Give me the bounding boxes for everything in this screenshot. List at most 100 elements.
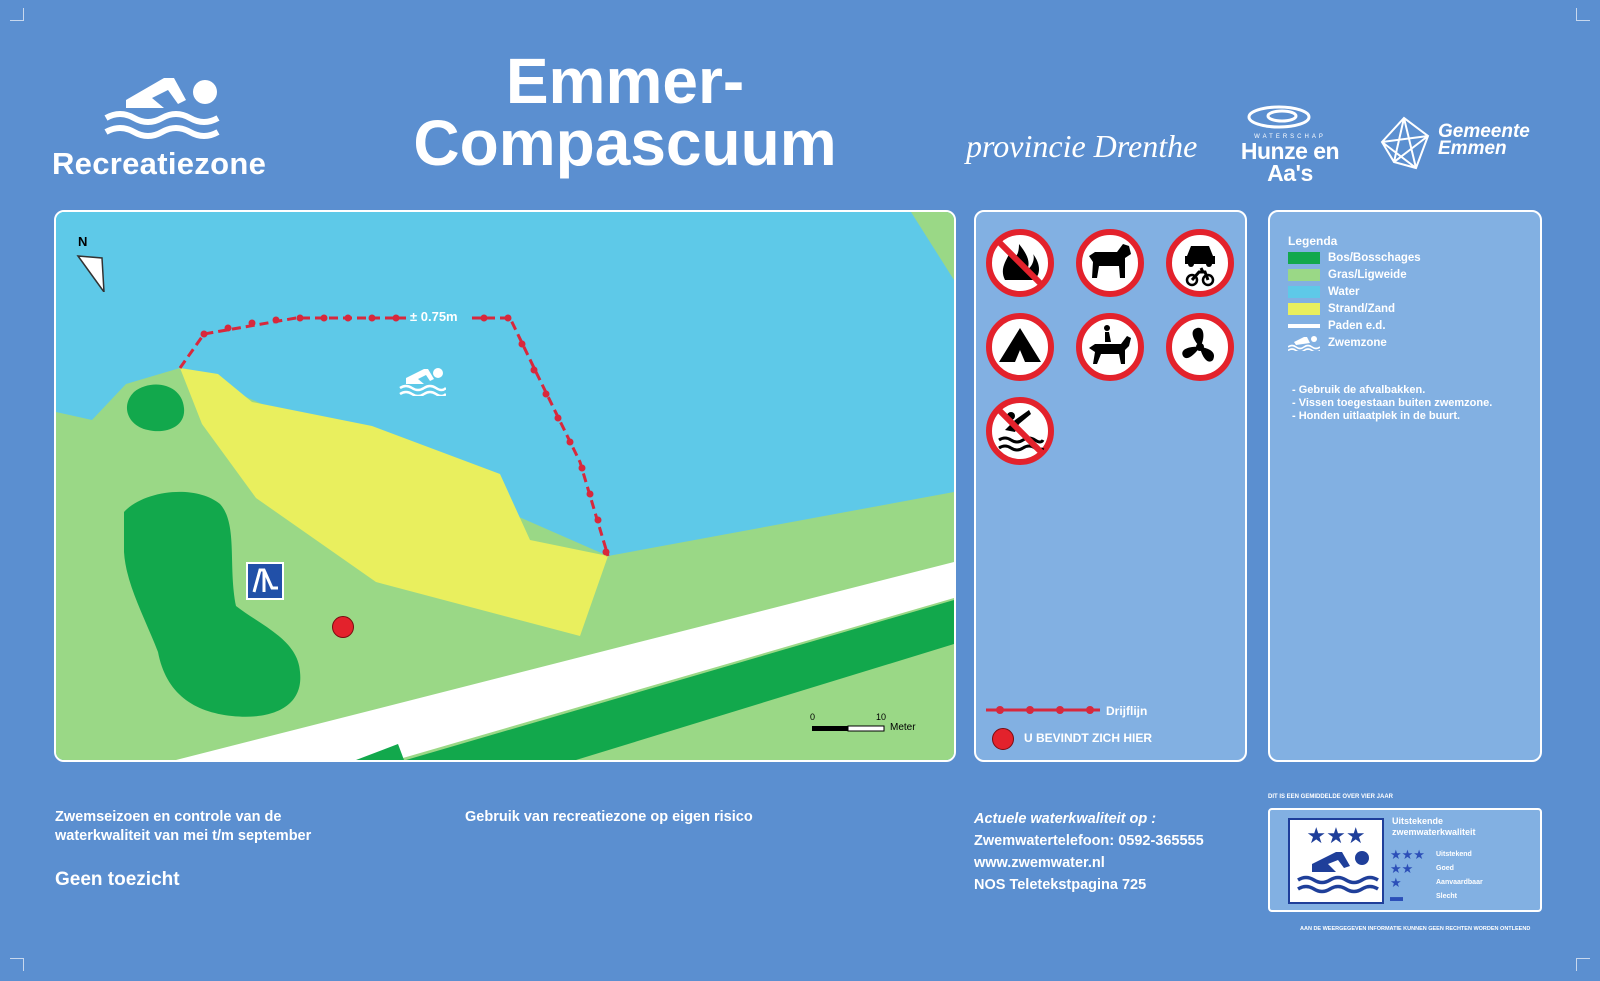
website-link[interactable]: www.zwemwater.nl (974, 855, 1105, 871)
here-marker-icon (992, 728, 1014, 750)
legend-swatch (1288, 303, 1320, 315)
legend-item-paths: Paden e.d. (1288, 318, 1386, 334)
quality-level-stars: ▬ (1390, 889, 1403, 904)
no-motor-vehicles-icon (1166, 229, 1234, 297)
title-line-2: Compascuum (413, 107, 837, 179)
brand-name: Recreatiezone (52, 146, 267, 181)
legend-item-water: Water (1288, 284, 1360, 300)
teletext: NOS Teletekstpagina 725 (974, 877, 1147, 893)
scale-unit: Meter (890, 722, 916, 733)
quality-level-stars: ★★★ (1390, 847, 1425, 862)
legend-note: - Gebruik de afvalbakken. (1292, 384, 1426, 396)
no-horses-icon (1076, 313, 1144, 381)
north-arrow-icon: N (76, 234, 105, 292)
quality-level-label: Slecht (1436, 893, 1458, 900)
drijflijn-label: Drijflijn (1106, 704, 1148, 718)
crop-mark (23, 958, 24, 971)
legend-note: - Honden uitlaatplek in de buurt. (1292, 410, 1461, 422)
logo-emmen-line-2: Emmen (1438, 138, 1507, 159)
legend-swimmer-icon (1288, 336, 1320, 351)
crop-mark (23, 8, 24, 21)
no-fire-icon (986, 229, 1054, 297)
slide-icon (246, 562, 284, 600)
forest-strip (406, 600, 954, 760)
legend-item-swimzone: Zwemzone (1288, 335, 1387, 351)
scale-ten: 10 (876, 712, 887, 722)
legend-label: Zwemzone (1328, 337, 1387, 349)
forest-patch-small (126, 384, 185, 432)
title-line-1: Emmer- (505, 45, 745, 117)
legend-label: Gras/Ligweide (1328, 269, 1407, 281)
phone: Zwemwatertelefoon: 0592-365555 (974, 833, 1204, 849)
forest-patch-large (124, 491, 301, 717)
waterschap-wave-icon (1247, 105, 1311, 129)
scale-zero: 0 (810, 712, 816, 722)
hunze-en-aas-logo: WATERSCHAP Hunze en Aa's (1220, 106, 1360, 186)
quality-badge-icon: ★★★ (1288, 818, 1384, 904)
season-info: Zwemseizoen en controle van de waterkwal… (55, 808, 311, 846)
quality-level: ★ Aanvaardbaar (1390, 876, 1483, 889)
quality-level-label: Goed (1436, 865, 1454, 872)
drijflijn-floats (200, 314, 610, 556)
legend-swatch (1288, 324, 1320, 328)
quality-level: ★★ Goed (1390, 862, 1454, 875)
no-supervision: Geen toezicht (55, 869, 180, 890)
crop-mark (1576, 958, 1590, 959)
beach-area (180, 368, 608, 636)
legend-note: - Vissen toegestaan buiten zwemzone. (1292, 397, 1493, 409)
crop-mark (1576, 958, 1577, 971)
season-line-1: Zwemseizoen en controle van de (55, 809, 282, 825)
gemeente-emmen-logo: Gemeente Emmen (1438, 121, 1530, 159)
water-quality-contact: Actuele waterkwaliteit op : Zwemwatertel… (974, 808, 1204, 896)
legend-label: Strand/Zand (1328, 303, 1396, 315)
page-title: Emmer- Compascuum (380, 45, 870, 179)
quality-level-stars: ★★ (1390, 861, 1414, 876)
grass-corner (911, 212, 954, 280)
legend-item-forest: Bos/Bosschages (1288, 250, 1421, 266)
forest-strip-small (356, 744, 404, 760)
quality-swimmer-icon (1297, 851, 1379, 894)
quality-title: Uitstekende zwemwaterkwaliteit (1392, 816, 1532, 838)
logo-emmen-line-1: Gemeente (1438, 121, 1530, 142)
logo-hunze-main: Hunze en Aa's (1240, 138, 1340, 186)
quality-heading: Actuele waterkwaliteit op : (974, 811, 1157, 827)
quality-level-stars: ★ (1390, 875, 1402, 890)
legend-label: Water (1328, 286, 1360, 298)
crop-mark (1576, 20, 1590, 21)
crop-mark (10, 958, 24, 959)
legend-swatch (1288, 286, 1320, 298)
swimmer-icon (399, 368, 446, 396)
quality-top-note: DIT IS EEN GEMIDDELDE OVER VIER JAAR (1268, 794, 1394, 800)
quality-title-line-2: zwemwaterkwaliteit (1392, 827, 1476, 837)
quality-level: ★★★ Uitstekend (1390, 848, 1472, 861)
no-diving-icon (986, 397, 1054, 465)
legend-label: Paden e.d. (1328, 320, 1386, 332)
prohibition-signs-panel: Drijflijn U BEVINDT ZICH HIER (974, 210, 1247, 762)
logo-hunze-sub: WATERSCHAP (1254, 134, 1326, 140)
legend-label: Bos/Bosschages (1328, 252, 1421, 264)
scale-bar (812, 725, 885, 732)
legend-notes: - Gebruik de afvalbakken. - Vissen toege… (1292, 384, 1492, 423)
path-road (176, 562, 954, 760)
season-line-2: waterkwaliteit van mei t/m september (55, 828, 312, 844)
legend-item-beach: Strand/Zand (1288, 301, 1395, 317)
map-drawing (56, 212, 954, 760)
quality-rating-stars: ★★★ (1306, 823, 1366, 848)
you-are-here-marker (332, 616, 354, 638)
north-letter: N (78, 234, 87, 249)
legend-title: Legenda (1288, 234, 1338, 248)
gemeente-emmen-emblem-icon (1380, 116, 1430, 170)
provincie-drenthe-logo: provincie Drenthe (966, 128, 1198, 164)
depth-label: ± 0.75m (410, 309, 458, 324)
legend-item-grass: Gras/Ligweide (1288, 267, 1407, 283)
crop-mark (10, 20, 24, 21)
drijflijn-legend-line (986, 706, 1100, 714)
risk-notice: Gebruik van recreatiezone op eigen risic… (465, 809, 753, 825)
legend-swatch (1288, 269, 1320, 281)
quality-title-line-1: Uitstekende (1392, 816, 1444, 826)
crop-mark (1576, 8, 1577, 21)
water-quality-badge: ★★★ Uitstekende zwemwaterkwaliteit ★★★ U… (1268, 808, 1542, 912)
quality-level: ▬ Slecht (1390, 890, 1457, 903)
quality-level-label: Uitstekend (1436, 851, 1472, 858)
map-panel: N ± 0.75m 0 10 Meter (54, 210, 956, 762)
